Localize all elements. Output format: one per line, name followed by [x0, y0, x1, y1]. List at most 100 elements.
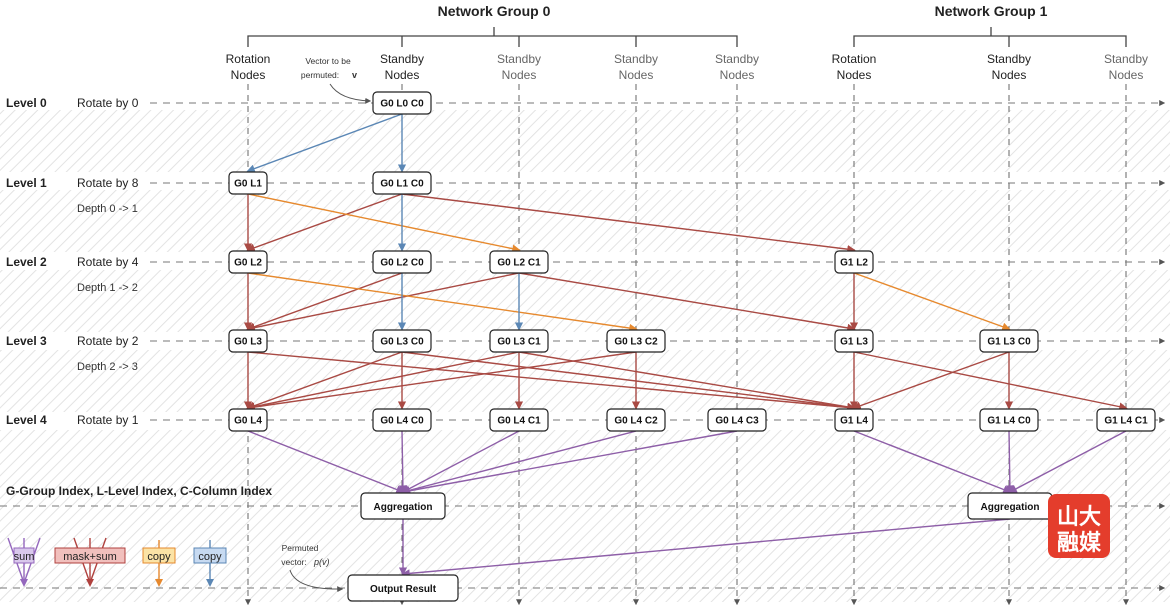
edge-g1-l2-to-g1-l3-c0	[853, 272, 1011, 331]
level-1-depth: Depth 0 -> 1	[77, 203, 138, 215]
node-g0-l4: G0 L4	[228, 408, 268, 432]
nodes: G0 L0 C0 G0 L1 G0 L1 C0 G0 L2 G0 L2 C0 G0 L2 …	[228, 91, 1156, 432]
node-label: G0 L4 C1	[497, 416, 541, 427]
node-g0-l1-c0: G0 L1 C0	[372, 171, 432, 195]
edge-g0-l3-c0-to-g1-l4	[401, 351, 856, 412]
node-label: G1 L3	[840, 337, 868, 348]
node-g1-l2: G1 L2	[834, 250, 874, 274]
aggregation-0-label: Aggregation	[374, 502, 433, 513]
node-label: G0 L1	[234, 179, 262, 190]
input-note-line2: permuted:	[301, 70, 339, 80]
legend-label: mask+sum	[63, 551, 117, 563]
output-note: Permuted vector: p(v)	[281, 543, 344, 593]
node-g0-l0-c0: G0 L0 C0	[372, 91, 432, 115]
node-label: G0 L3 C2	[614, 337, 658, 348]
legend-swatch	[54, 547, 126, 564]
output-note-arrow	[289, 569, 344, 593]
edge-g1-l3-c0-to-g1-l4	[852, 351, 1010, 410]
legend-label: sum	[14, 551, 35, 563]
input-vector-symbol: v	[352, 70, 357, 80]
edge-g0-l2-c1-to-g0-l3	[246, 272, 520, 332]
column-header-7-line1: Standby	[1104, 52, 1148, 66]
edges	[243, 113, 1128, 578]
edge-g0-l3-to-g1-l4	[247, 351, 856, 412]
edge-g0-l2-to-g0-l3-c2	[247, 272, 638, 333]
level-0-label: Level 0	[6, 96, 47, 110]
column-header-0-line2: Nodes	[231, 68, 266, 82]
legend-arrowhead	[20, 579, 28, 587]
legend-swatch	[193, 547, 227, 564]
level-1-label: Level 1	[6, 176, 47, 190]
edge-legend: sum mask+sum copy copy	[7, 537, 227, 587]
level-0-rotate: Rotate by 0	[77, 96, 139, 110]
node-g1-l3: G1 L3	[834, 329, 874, 353]
edge-g0-l2-c0-to-g0-l3	[246, 272, 403, 331]
node-g0-l2-c1: G0 L2 C1	[489, 250, 549, 274]
output-note-line2: vector:	[281, 557, 307, 567]
node-g0-l4-c2: G0 L4 C2	[606, 408, 666, 432]
node-g0-l2-c0: G0 L2 C0	[372, 250, 432, 274]
column-header-2-line2: Nodes	[502, 68, 537, 82]
edge-g1-l4-c1-to-aggregation-1	[1008, 430, 1127, 493]
node-g1-l4-c1: G1 L4 C1	[1096, 408, 1156, 432]
output-result-label: Output Result	[370, 584, 437, 595]
output-result-node: Output Result	[347, 574, 459, 602]
edge-g0-l4-c1-to-aggregation-0	[401, 430, 520, 493]
level-4-rotate: Rotate by 1	[77, 413, 139, 427]
group-1-bracket	[853, 27, 1127, 47]
input-note: Vector to be permuted: v	[301, 56, 372, 104]
edge-g0-l4-c2-to-aggregation-0	[401, 430, 637, 495]
column-header-5-line2: Nodes	[837, 68, 872, 82]
node-g0-l4-c1: G0 L4 C1	[489, 408, 549, 432]
column-header-3-line2: Nodes	[619, 68, 654, 82]
column-header-5-line1: Rotation	[832, 52, 877, 66]
edge-aggregation-1-to-output-result	[401, 518, 1011, 578]
aggregation-1-node: Aggregation	[967, 492, 1053, 520]
column-header-1-line2: Nodes	[385, 68, 420, 82]
edge-g0-l1-c0-to-g1-l2	[401, 193, 856, 254]
node-label: G0 L2 C0	[380, 258, 424, 269]
node-label: G0 L4 C0	[380, 416, 424, 427]
legend-arrowhead	[155, 579, 163, 587]
legend-arrowhead	[86, 579, 94, 587]
node-label: G1 L4 C1	[1104, 416, 1148, 427]
level-4-label: Level 4	[6, 413, 47, 427]
legend-item-0: sum	[7, 537, 41, 587]
edge-g0-l1-c0-to-g0-l2	[246, 193, 403, 252]
node-label: G0 L0 C0	[380, 99, 424, 110]
column-header-7-line2: Nodes	[1109, 68, 1144, 82]
group-0-title: Network Group 0	[438, 3, 551, 19]
input-note-arrow	[329, 83, 372, 104]
node-label: G0 L3	[234, 337, 262, 348]
column-header-1-line1: Standby	[380, 52, 424, 66]
column-header-4-line2: Nodes	[720, 68, 755, 82]
column-header-6-line2: Nodes	[992, 68, 1027, 82]
node-g0-l4-c3: G0 L4 C3	[707, 408, 767, 432]
legend-label: copy	[198, 551, 222, 563]
group-1-title: Network Group 1	[935, 3, 1048, 19]
node-label: G0 L4 C3	[715, 416, 759, 427]
edge-g0-l4-to-aggregation-0	[247, 430, 405, 494]
legend-label: copy	[147, 551, 171, 563]
group-0-bracket	[247, 27, 738, 47]
logo-text-bottom: 融媒	[1057, 530, 1102, 555]
legend-arrowhead	[206, 579, 214, 587]
node-g1-l4-c0: G1 L4 C0	[979, 408, 1039, 432]
node-g0-l2: G0 L2	[228, 250, 268, 274]
column-header-3-line1: Standby	[614, 52, 658, 66]
legend-swatch	[142, 547, 176, 564]
legend-item-3: copy	[193, 540, 227, 587]
node-label: G1 L2	[840, 258, 868, 269]
edge-g0-l3-c0-to-g0-l4	[246, 351, 403, 410]
legend-item-1: mask+sum	[54, 537, 126, 587]
node-label: G0 L3 C0	[380, 337, 424, 348]
node-label: G1 L4 C0	[987, 416, 1031, 427]
node-g1-l3-c0: G1 L3 C0	[979, 329, 1039, 353]
edge-g0-l0-c0-to-g0-l1	[246, 113, 403, 173]
column-header-6-line1: Standby	[987, 52, 1031, 66]
level-2-rotate: Rotate by 4	[77, 255, 139, 269]
output-vector-symbol: p(v)	[313, 557, 330, 567]
